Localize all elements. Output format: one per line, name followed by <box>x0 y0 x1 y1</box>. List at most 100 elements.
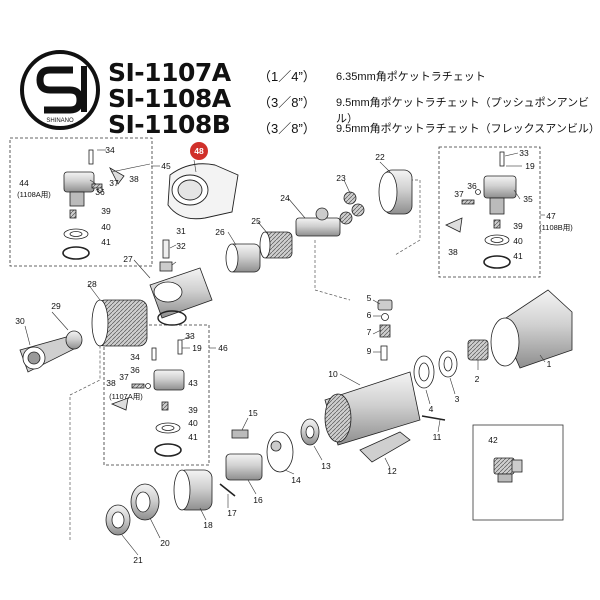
housing-parts <box>324 289 573 463</box>
group-box-47 <box>438 146 541 278</box>
head-parts <box>19 239 213 373</box>
part-37-spring <box>461 199 475 205</box>
callout-45-39: 39 <box>101 206 111 216</box>
callout-18: 18 <box>203 520 213 530</box>
part-37-spring <box>91 183 103 189</box>
callout-45-36: 36 <box>95 187 105 197</box>
callout-45-40: 40 <box>101 222 111 232</box>
callout-23: 23 <box>336 173 346 183</box>
callout-17: 17 <box>227 508 237 518</box>
callout-2: 2 <box>475 374 480 384</box>
model-code-3: SI-1108B <box>108 110 231 139</box>
assembly-leader-left <box>69 320 101 540</box>
callout-26: 26 <box>215 227 225 237</box>
callout-21: 21 <box>133 555 143 565</box>
callout-13: 13 <box>321 461 331 471</box>
part-32-nut <box>159 261 173 272</box>
callout-27: 27 <box>123 254 133 264</box>
part-2-nozzle <box>467 339 489 361</box>
callout-47-38: 38 <box>448 247 458 257</box>
group-box-42 <box>472 424 564 521</box>
shinano-logo: SHINANO <box>20 50 100 130</box>
callout-12: 12 <box>387 466 397 476</box>
callout-47-40: 40 <box>513 236 523 246</box>
part-44-anvil <box>63 171 95 193</box>
part-41-oring <box>62 246 90 260</box>
part-37-spring <box>131 383 145 389</box>
part-11-pin <box>421 415 446 421</box>
callout-30: 30 <box>15 316 25 326</box>
part-14-end-plate <box>266 431 294 473</box>
callout-47-37: 37 <box>454 189 464 199</box>
logo-s-mark <box>36 66 84 114</box>
callout-3: 3 <box>455 394 460 404</box>
callout-32: 32 <box>176 241 186 251</box>
callout-1: 1 <box>547 359 552 369</box>
part-34-pin <box>88 149 94 165</box>
part-43-anvil <box>153 369 185 391</box>
callout-6: 6 <box>367 310 372 320</box>
part-33-pin <box>499 151 505 167</box>
callout-46-36: 36 <box>130 365 140 375</box>
part-38-lever <box>110 397 129 411</box>
callout-5: 5 <box>367 293 372 303</box>
callout-24: 24 <box>280 193 290 203</box>
callout-47-19: 19 <box>525 161 535 171</box>
assembly-leader-mid <box>314 240 351 301</box>
group-47-parts <box>445 151 517 269</box>
part-9-valve-stem <box>380 345 388 361</box>
model-size-2: （3／8”） <box>258 95 316 110</box>
callout-47-33: 33 <box>519 148 529 158</box>
callout-47-41: 41 <box>513 251 523 261</box>
part-39-spring <box>161 401 169 411</box>
callout-31: 31 <box>176 226 186 236</box>
part-23-gears <box>339 191 365 225</box>
callout-42: 42 <box>488 435 498 445</box>
group-47-note: (1108B用) <box>539 223 573 232</box>
group-45-note: (1108A用) <box>17 190 51 199</box>
group-box-46 <box>103 324 210 466</box>
callout-45-38: 38 <box>129 174 139 184</box>
callout-4: 4 <box>429 404 434 414</box>
model-code-1: SI-1107A <box>108 58 231 87</box>
callout-46: 46 <box>218 343 228 353</box>
callout-47-36: 36 <box>467 181 477 191</box>
part-48-cap <box>167 163 239 220</box>
model-size-3: （3／8”） <box>258 121 316 136</box>
callout-45-41: 41 <box>101 237 111 247</box>
callout-46-37: 37 <box>119 372 129 382</box>
motor-parts <box>105 418 320 536</box>
callout-44: 44 <box>19 178 29 188</box>
part-15-vane <box>231 429 249 439</box>
callout-46-39: 39 <box>188 405 198 415</box>
part-6-ball <box>381 313 389 321</box>
part-44-anvil-square <box>69 191 85 207</box>
part-7-spring <box>379 324 391 338</box>
part-17-pin <box>219 483 236 497</box>
callout-46-19: 19 <box>192 343 202 353</box>
callout-10: 10 <box>328 369 338 379</box>
callout-46-38: 38 <box>106 378 116 388</box>
callout-9: 9 <box>367 346 372 356</box>
callout-45: 45 <box>161 161 171 171</box>
callout-48: 48 <box>194 146 204 156</box>
part-36-ball <box>145 383 151 389</box>
model-desc-1: 6.35mm角ポケットラチェット <box>336 71 486 83</box>
part-39-spring <box>493 219 501 229</box>
callout-46-41: 41 <box>188 432 198 442</box>
part-10-threaded-end <box>324 393 352 443</box>
callout-15: 15 <box>248 408 258 418</box>
callout-47-35: 35 <box>523 194 533 204</box>
callout-45-37: 37 <box>109 178 119 188</box>
part-35-anvil <box>483 175 517 199</box>
part-33-pin <box>177 339 183 355</box>
group-45-parts <box>62 149 125 260</box>
part-36-ball <box>475 189 481 195</box>
callout-29: 29 <box>51 301 61 311</box>
callout-48-badge: 48 <box>190 142 208 160</box>
callout-45-34: 34 <box>105 145 115 155</box>
logo-bar <box>81 66 87 112</box>
part-24-crank-shaft <box>295 217 341 237</box>
part-34-pin <box>151 347 157 361</box>
